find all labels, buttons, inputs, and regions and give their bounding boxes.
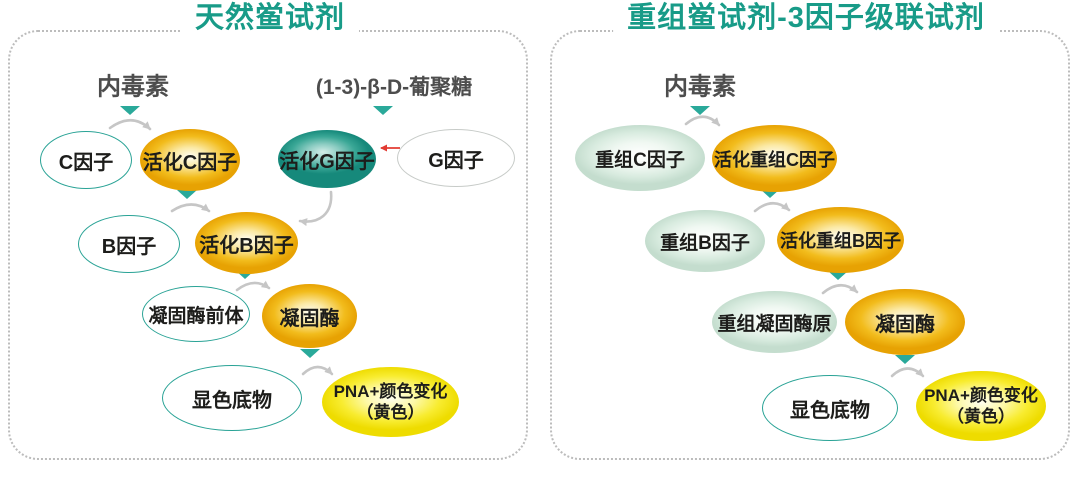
node-clotting-enzyme-left: 凝固酶 xyxy=(262,284,357,348)
node-clotting-enzyme-right: 凝固酶 xyxy=(845,289,965,355)
pna-line1: PNA+颜色变化 xyxy=(333,381,448,401)
node-activated-recombinant-b-factor: 活化重组B因子 xyxy=(777,207,904,273)
endotoxin-label-right: 内毒素 xyxy=(664,73,736,101)
node-c-factor: C因子 xyxy=(40,131,132,189)
node-pna-color-change-right: PNA+颜色变化 （黄色） xyxy=(916,371,1046,441)
node-recombinant-b-factor: 重组B因子 xyxy=(645,210,765,272)
node-activated-b-factor: 活化B因子 xyxy=(195,212,298,274)
glucan-label: (1-3)-β-D-葡聚糖 xyxy=(315,76,473,99)
pna-line2: （黄色） xyxy=(947,407,1015,426)
recombinant-reagent-title: 重组鲎试剂-3因子级联试剂 xyxy=(613,0,999,36)
node-pna-color-change-left: PNA+颜色变化 （黄色） xyxy=(322,367,459,437)
node-recombinant-proclotting-enzyme: 重组凝固酶原 xyxy=(712,291,837,353)
endotoxin-label-left: 内毒素 xyxy=(97,73,169,101)
node-chromogenic-substrate-right: 显色底物 xyxy=(762,375,898,441)
pna-line1: PNA+颜色变化 xyxy=(924,385,1038,405)
node-recombinant-c-factor: 重组C因子 xyxy=(575,125,705,191)
node-b-factor: B因子 xyxy=(78,215,180,273)
pna-line2: （黄色） xyxy=(356,403,425,422)
node-activated-c-factor: 活化C因子 xyxy=(140,129,240,191)
natural-reagent-title: 天然鲎试剂 xyxy=(180,0,360,36)
node-proclotting-enzyme: 凝固酶前体 xyxy=(142,286,250,342)
node-chromogenic-substrate-left: 显色底物 xyxy=(162,365,302,431)
node-g-factor: G因子 xyxy=(397,129,515,187)
node-activated-recombinant-c-factor: 活化重组C因子 xyxy=(712,125,837,192)
node-activated-g-factor: 活化G因子 xyxy=(278,130,376,188)
